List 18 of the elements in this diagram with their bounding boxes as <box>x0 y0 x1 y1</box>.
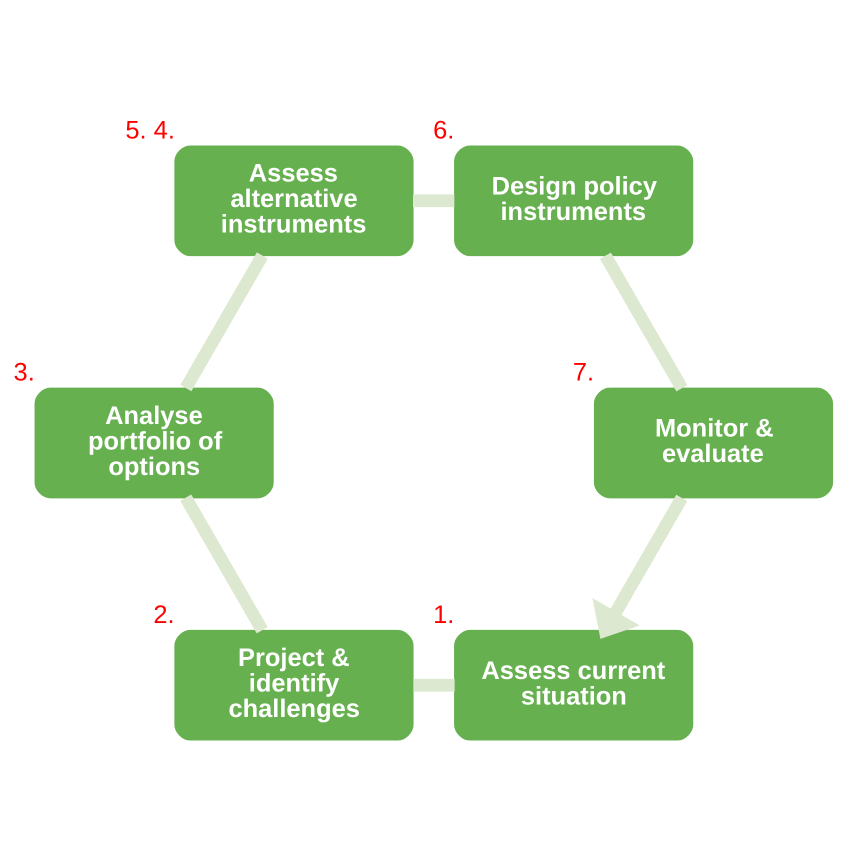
connector <box>413 194 454 208</box>
node-box: Project & identify challenges <box>174 630 414 741</box>
node-label: 6. <box>433 116 454 144</box>
connector <box>180 494 268 634</box>
node-box: Analyse portfolio of options <box>34 388 274 498</box>
connector <box>413 678 455 692</box>
node-box: Monitor & evaluate <box>594 388 834 498</box>
node-label: 3. <box>14 358 35 387</box>
arrow <box>592 494 688 639</box>
node-label: 7. <box>572 358 594 387</box>
node-box: Assess current situation <box>454 630 694 741</box>
node-label: 5. 4. <box>125 116 175 144</box>
node-label: 2. <box>153 600 175 629</box>
node-box: Design policy instruments <box>454 145 694 256</box>
node-label: 1. <box>433 600 454 629</box>
connector <box>180 252 268 392</box>
node-box: Assess alternative instruments <box>174 145 414 256</box>
connector <box>600 252 688 392</box>
